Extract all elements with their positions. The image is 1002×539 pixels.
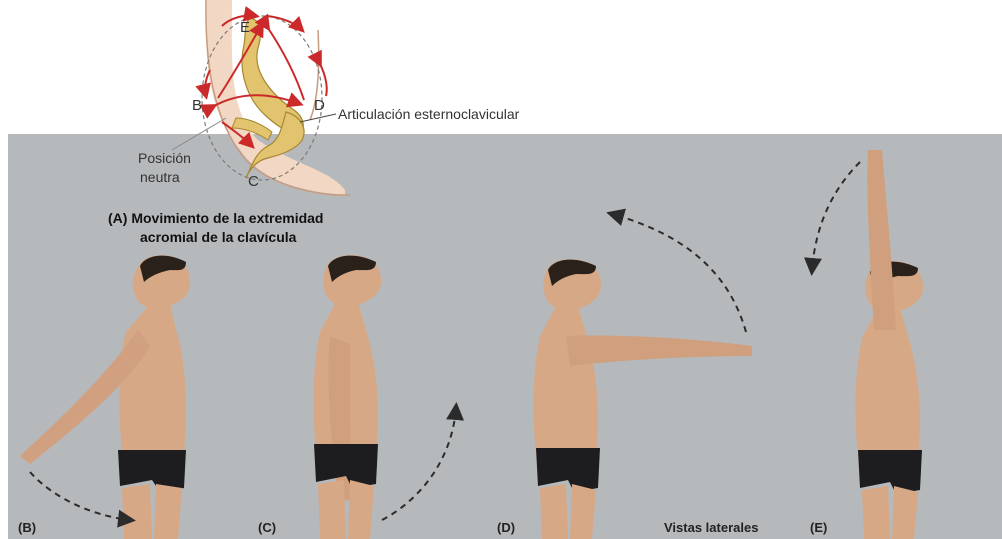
label-C: C: [248, 173, 259, 190]
label-B: B: [192, 97, 202, 114]
joint-leader-line: [300, 114, 336, 122]
lateral-views-label: Vistas laterales: [664, 520, 758, 535]
arrow-E-D: [268, 28, 304, 100]
arrow-to-B: [205, 70, 210, 96]
neutral-position-label-1: Posición: [138, 150, 191, 166]
legs-e: [862, 486, 918, 539]
figure-d: [533, 214, 752, 539]
torso-b: [119, 304, 186, 452]
figure-c: [313, 255, 456, 539]
neutral-position-label-2: neutra: [140, 169, 180, 185]
shorts-d: [536, 448, 600, 492]
figure-e: [812, 150, 923, 539]
torso-d: [533, 306, 597, 456]
torso-e: [855, 308, 919, 458]
legs-d: [540, 484, 596, 539]
motion-arrow-b: [30, 472, 130, 520]
shorts-e: [858, 450, 922, 494]
inset-caption-line-1: (A) Movimiento de la extremidad: [108, 209, 323, 227]
shorts-b: [118, 450, 186, 492]
motion-arrow-d: [612, 214, 746, 332]
arrow-E-right: [268, 16, 302, 30]
panel-label-b: (B): [18, 520, 36, 535]
panel-label-c: (C): [258, 520, 276, 535]
legs-b: [122, 484, 182, 539]
panel-label-e: (E): [810, 520, 827, 535]
neutral-leader-line: [172, 118, 226, 150]
inset-caption-line-2: acromial de la clavícula: [140, 228, 296, 246]
panel-label-d: (D): [497, 520, 515, 535]
arm-d: [566, 335, 752, 366]
motion-arrow-e: [812, 162, 860, 270]
label-D: D: [314, 97, 325, 114]
motion-arrow-c: [382, 408, 456, 520]
figure-b: [20, 255, 190, 539]
label-E: E: [240, 19, 250, 36]
joint-label: Articulación esternoclavicular: [338, 106, 519, 122]
